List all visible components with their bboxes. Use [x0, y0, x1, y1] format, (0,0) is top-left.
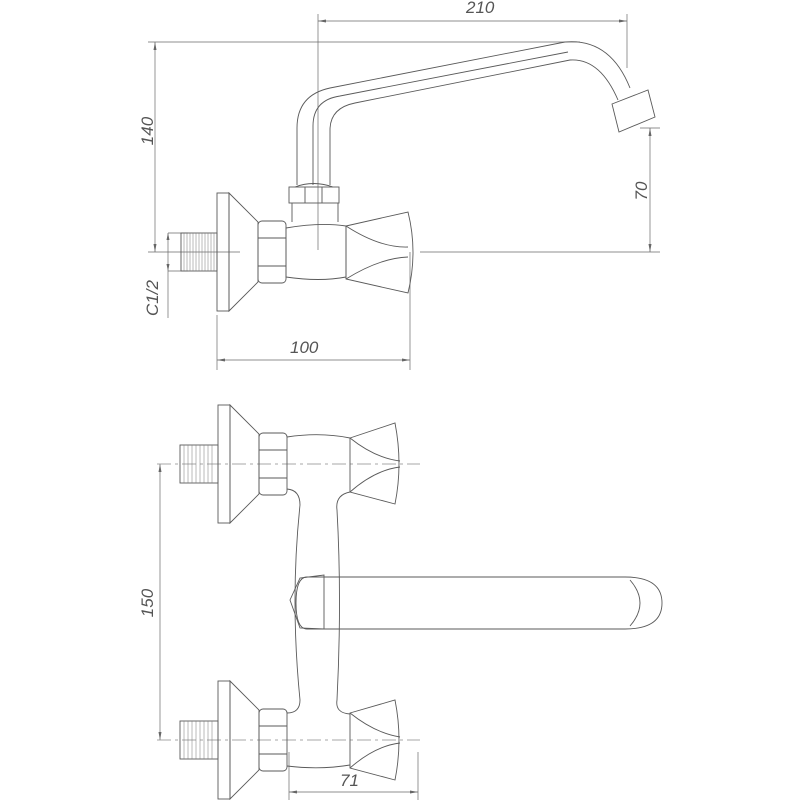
dim-total-height: 140 — [138, 116, 157, 146]
dim-outlet-height: 70 — [632, 181, 651, 201]
dim-spout-reach: 210 — [466, 0, 495, 17]
side-view — [148, 14, 660, 370]
dim-thread-size: C1/2 — [143, 280, 162, 316]
dim-projection-depth: 100 — [290, 338, 319, 357]
dim-inlet-spacing: 150 — [138, 588, 157, 618]
dim-handle-depth: 71 — [340, 771, 359, 790]
front-view — [157, 403, 663, 800]
thread-hatch — [183, 233, 215, 271]
